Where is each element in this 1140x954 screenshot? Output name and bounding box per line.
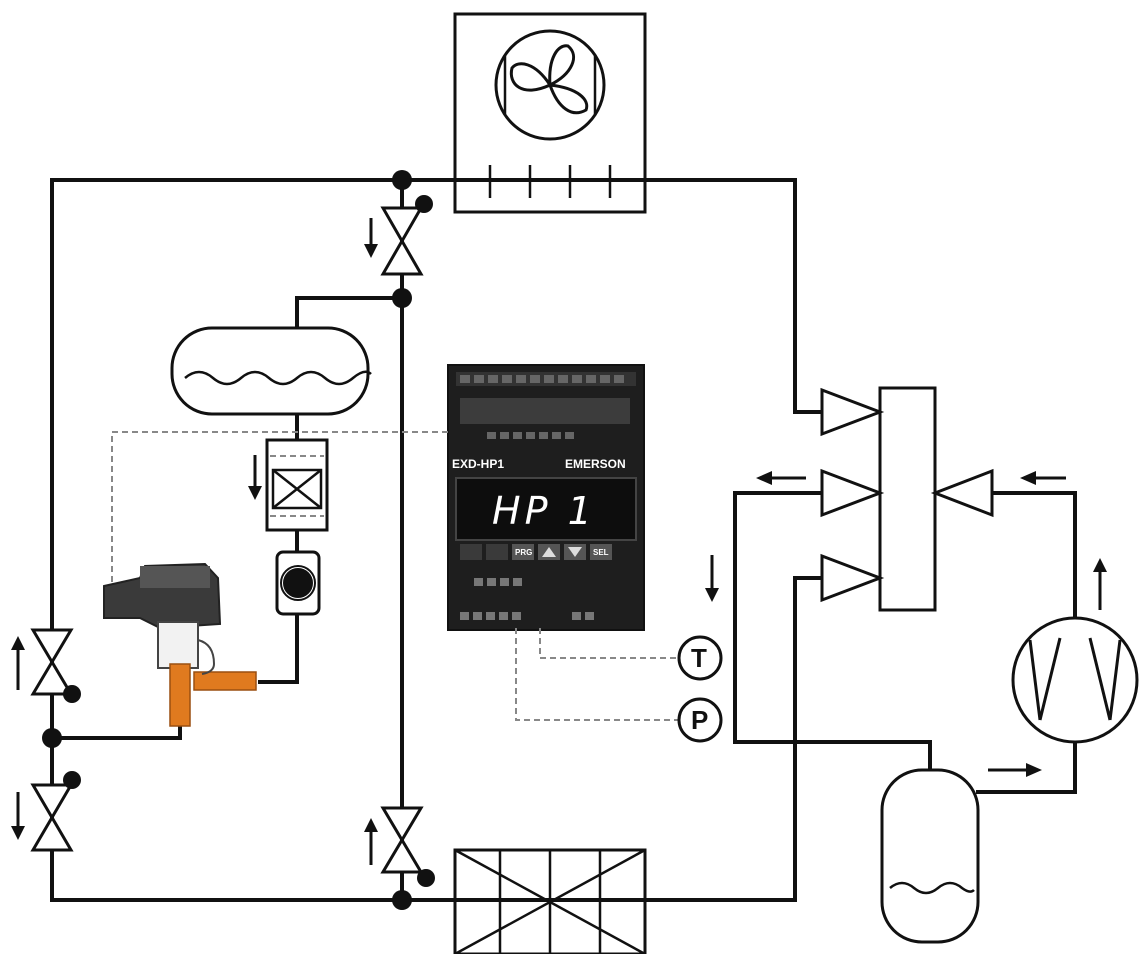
pipe-bottom-right [643,576,824,902]
chevron-up-icon [542,547,556,557]
valve-outlet-orange [169,663,191,727]
filter-cross-b [272,469,322,509]
pipe-top-right [643,178,824,414]
compressor-body [1011,616,1139,744]
valve-left-lower [30,783,74,852]
signal-wiring [111,431,680,721]
manifold-box [878,386,937,612]
valve-connector [197,639,216,675]
valve-left-upper [30,628,74,696]
controller-prg-label: PRG [515,548,532,557]
controller-top-terminal-dots [460,375,624,383]
controller-display [455,477,637,541]
node-top-center [392,170,412,190]
sensors: T P [677,635,723,743]
accumulator-liquid-level [889,881,975,895]
accumulator-tank [880,768,980,944]
valve-center-bottom [380,806,424,874]
controller-led-2[interactable] [486,544,508,560]
temperature-sensor-label: T [691,643,707,673]
valve-center-top [380,206,424,276]
controller-led-1[interactable] [460,544,482,560]
valve-center-top-handle [415,195,433,213]
pipe-compressor-to-manifold [990,491,1077,642]
node-center-bottom [392,890,412,910]
valve-body [157,621,199,669]
node-center-upper [392,288,412,308]
arrow-up-compressor [1093,558,1107,610]
hand-valves [30,195,435,887]
controller-mid-terminal-dots [487,432,574,439]
sight-glass [275,550,321,616]
pipe-sensor-line [733,491,932,772]
electronic-expansion-valve [103,562,257,727]
filter-drier [265,438,329,532]
receiver-liquid-level [184,370,372,386]
compressor-symbol [1028,637,1122,721]
arrow-left-compressor-discharge [1020,471,1066,485]
exd-hp1-controller: EXD-HP1 EMERSON HP 1 PRG SEL [447,364,645,631]
junction-nodes [42,170,412,910]
controller-sel-label: SEL [593,548,609,557]
pipe-to-receiver [295,296,404,330]
valve-inlet-orange [193,671,257,691]
nozzle-right [930,468,994,518]
condenser [453,12,647,214]
signal-to-pressure [515,628,680,721]
nozzle-top-left [820,387,885,437]
temperature-sensor [677,635,723,681]
signal-to-valve [111,431,448,586]
controller-model-label: EXD-HP1 [452,457,504,471]
filter-core [271,468,323,510]
valve-center-bottom-handle [417,869,435,887]
node-left-mid [42,728,62,748]
arrow-up-left [11,636,25,690]
arrow-left-manifold [756,471,806,485]
filter-body [265,438,329,532]
pipe-left-loop [50,178,457,902]
sight-glass-window [283,568,313,598]
pressure-sensor-label: P [691,705,708,735]
arrow-down-sensor-line [705,555,719,602]
valve-left-upper-handle [63,685,81,703]
pipe-left-to-valve [50,718,182,740]
pipe-sightglass-down [258,612,299,684]
valve-left-lower-handle [63,771,81,789]
manifold [820,386,994,612]
controller-brand-label: EMERSON [565,457,626,471]
arrow-up-center-bottom [364,818,378,865]
controller-bottom-terminal-dots [460,578,594,620]
chevron-down-icon [568,547,582,557]
fan-blades [509,44,589,115]
valve-motor-cap [140,566,210,588]
controller-display-text: HP 1 [492,489,596,533]
arrow-down-filter [248,455,262,500]
suction-accumulator [880,768,980,944]
heat-exchanger [453,848,647,954]
arrow-right-accumulator [988,763,1042,777]
arrow-down-center-top [364,218,378,258]
signal-to-temperature [539,628,680,659]
arrow-down-left [11,792,25,840]
nozzle-bottom-left [820,553,885,603]
sight-glass-ring [280,565,316,601]
nozzle-mid-left [820,468,885,518]
compressor [1011,616,1139,744]
pressure-sensor [677,697,723,743]
controller-prg-button[interactable] [512,544,534,560]
controller-sel-button[interactable] [590,544,612,560]
controller-label-strip [460,398,630,424]
liquid-receiver [170,326,372,416]
flow-arrows [11,218,1107,865]
